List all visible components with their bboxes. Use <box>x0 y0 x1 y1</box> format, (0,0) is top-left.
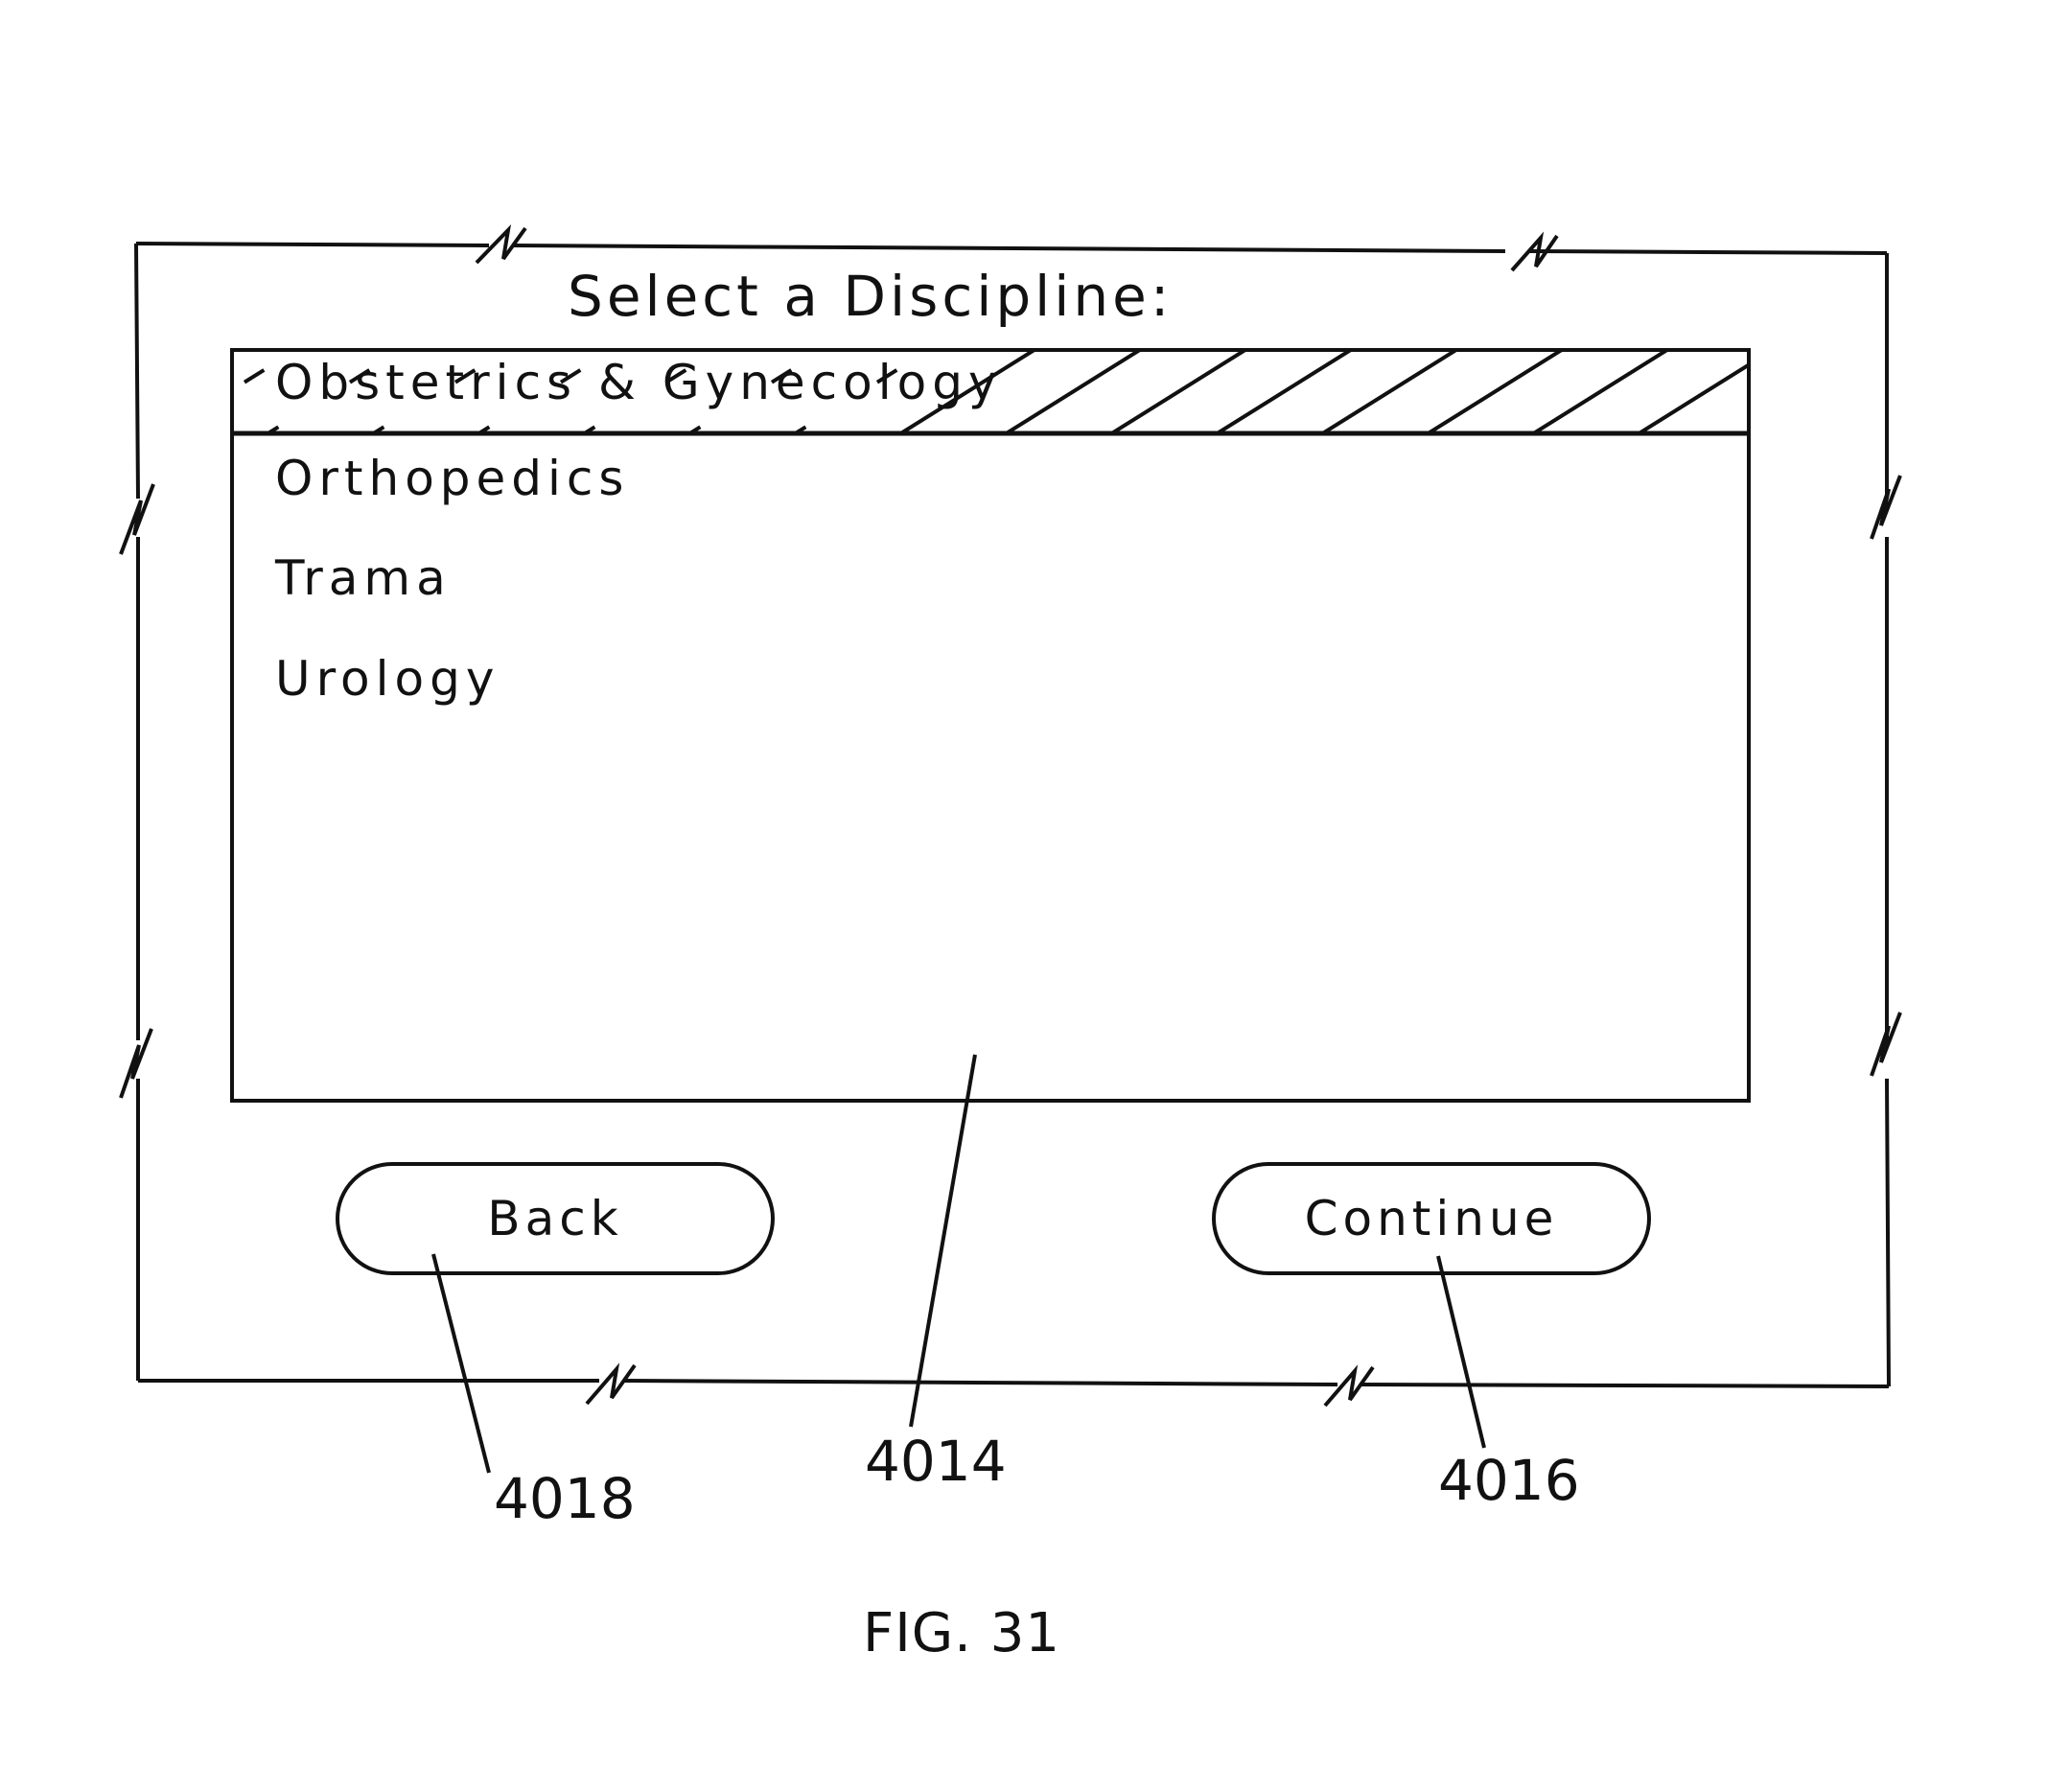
back-button[interactable]: Back <box>336 1162 775 1275</box>
reference-numeral-back: 4018 <box>494 1471 636 1526</box>
list-item-trama[interactable]: Trama <box>275 554 452 602</box>
back-button-label: Back <box>487 1191 622 1246</box>
leader-line-4014 <box>911 1055 975 1427</box>
reference-numeral-list: 4014 <box>865 1433 1007 1489</box>
continue-button-label: Continue <box>1305 1191 1559 1246</box>
list-item-obstetrics-gynecology[interactable]: Obstetrics & Gynecology <box>275 359 1003 407</box>
list-item-orthopedics[interactable]: Orthopedics <box>275 454 629 502</box>
figure-label: FIG. 31 <box>863 1607 1060 1661</box>
list-item-urology[interactable]: Urology <box>275 655 500 703</box>
leader-line-4018 <box>433 1254 489 1473</box>
continue-button[interactable]: Continue <box>1212 1162 1651 1275</box>
dialog-title: Select a Discipline: <box>568 268 1173 324</box>
reference-numeral-continue: 4016 <box>1438 1453 1580 1508</box>
leader-line-4016 <box>1438 1256 1484 1448</box>
